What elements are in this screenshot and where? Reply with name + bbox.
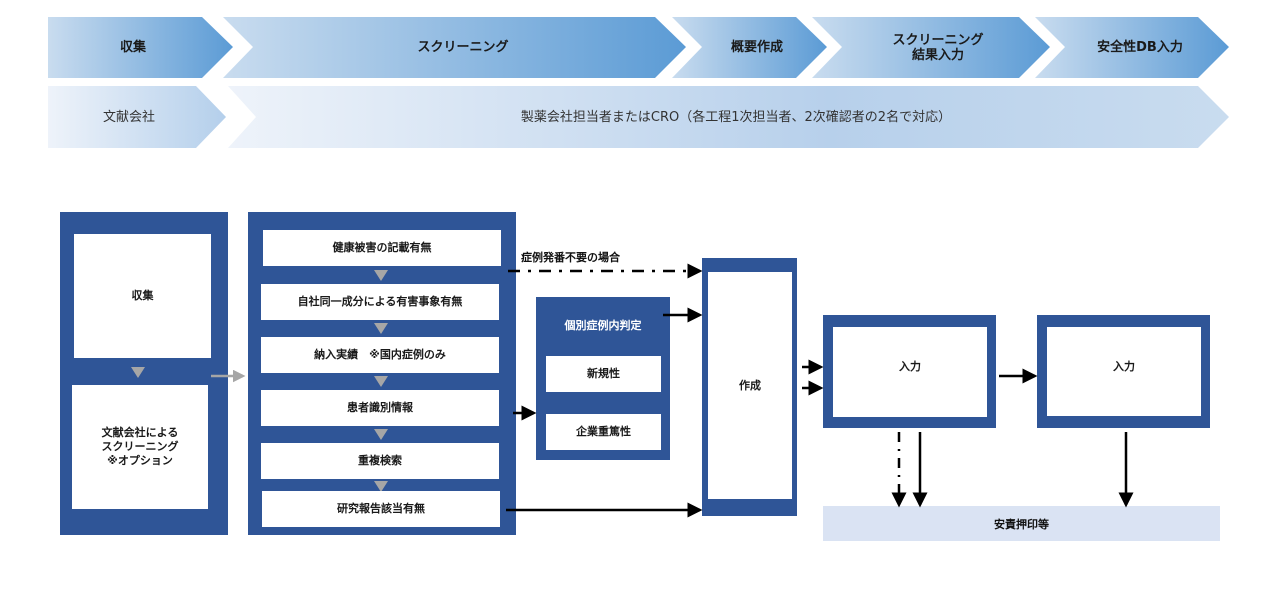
create-box: 作成 bbox=[708, 272, 792, 499]
judgement-item-seriousness: 企業重篤性 bbox=[546, 414, 661, 450]
input-box-2: 入力 bbox=[1047, 327, 1201, 416]
owner-label-literature: 文献会社 bbox=[102, 109, 155, 125]
down-arrow-icon bbox=[374, 323, 388, 334]
screening-item: 健康被害の記載有無 bbox=[263, 230, 501, 266]
approval-box: 安責押印等 bbox=[823, 506, 1220, 541]
screening-item: 重複検索 bbox=[261, 443, 499, 479]
screening-item: 自社同一成分による有害事象有無 bbox=[261, 284, 499, 320]
collection-box: 収集 bbox=[74, 234, 211, 358]
step-label-collect: 収集 bbox=[119, 40, 146, 55]
chevron-owner-pharma bbox=[228, 86, 1229, 148]
judgement-group-title: 個別症例内判定 bbox=[564, 319, 642, 332]
chevron-owner-literature bbox=[48, 86, 226, 148]
screening-item: 納入実績 ※国内症例のみ bbox=[261, 337, 499, 373]
chevron-collect bbox=[48, 17, 233, 78]
input-box-2-label: 入力 bbox=[1113, 360, 1135, 373]
skip-case-number-label: 症例発番不要の場合 bbox=[521, 251, 620, 264]
literature-screening-box: 文献会社による スクリーニング ※オプション bbox=[72, 385, 208, 509]
down-arrow-icon bbox=[374, 270, 388, 281]
judgement-item-novelty: 新規性 bbox=[546, 356, 661, 392]
input-box-1-label: 入力 bbox=[899, 360, 921, 373]
down-arrow-icon bbox=[374, 429, 388, 440]
down-arrow-icon bbox=[374, 376, 388, 387]
step-label-screening: スクリーニング bbox=[417, 40, 509, 55]
chevron-screening bbox=[223, 17, 686, 78]
down-arrow-icon bbox=[131, 367, 145, 378]
screening-item: 研究報告該当有無 bbox=[262, 491, 500, 527]
chevron-safety-db-input bbox=[1035, 17, 1229, 78]
down-arrow-icon bbox=[374, 481, 388, 492]
chevron-summary bbox=[672, 17, 827, 78]
step-label-summary: 概要作成 bbox=[730, 40, 783, 55]
chevron-screening-result-input bbox=[812, 17, 1050, 78]
step-label-safety-db-input: 安全性DB入力 bbox=[1097, 40, 1183, 55]
owner-label-pharma: 製薬会社担当者またはCRO（各工程1次担当者、2次確認者の2名で対応） bbox=[520, 109, 952, 125]
screening-item: 患者識別情報 bbox=[261, 390, 499, 426]
step-label-screening-result-input: スクリーニング 結果入力 bbox=[892, 32, 984, 63]
process-header-chevrons bbox=[48, 17, 1229, 148]
input-box-1: 入力 bbox=[833, 327, 987, 417]
